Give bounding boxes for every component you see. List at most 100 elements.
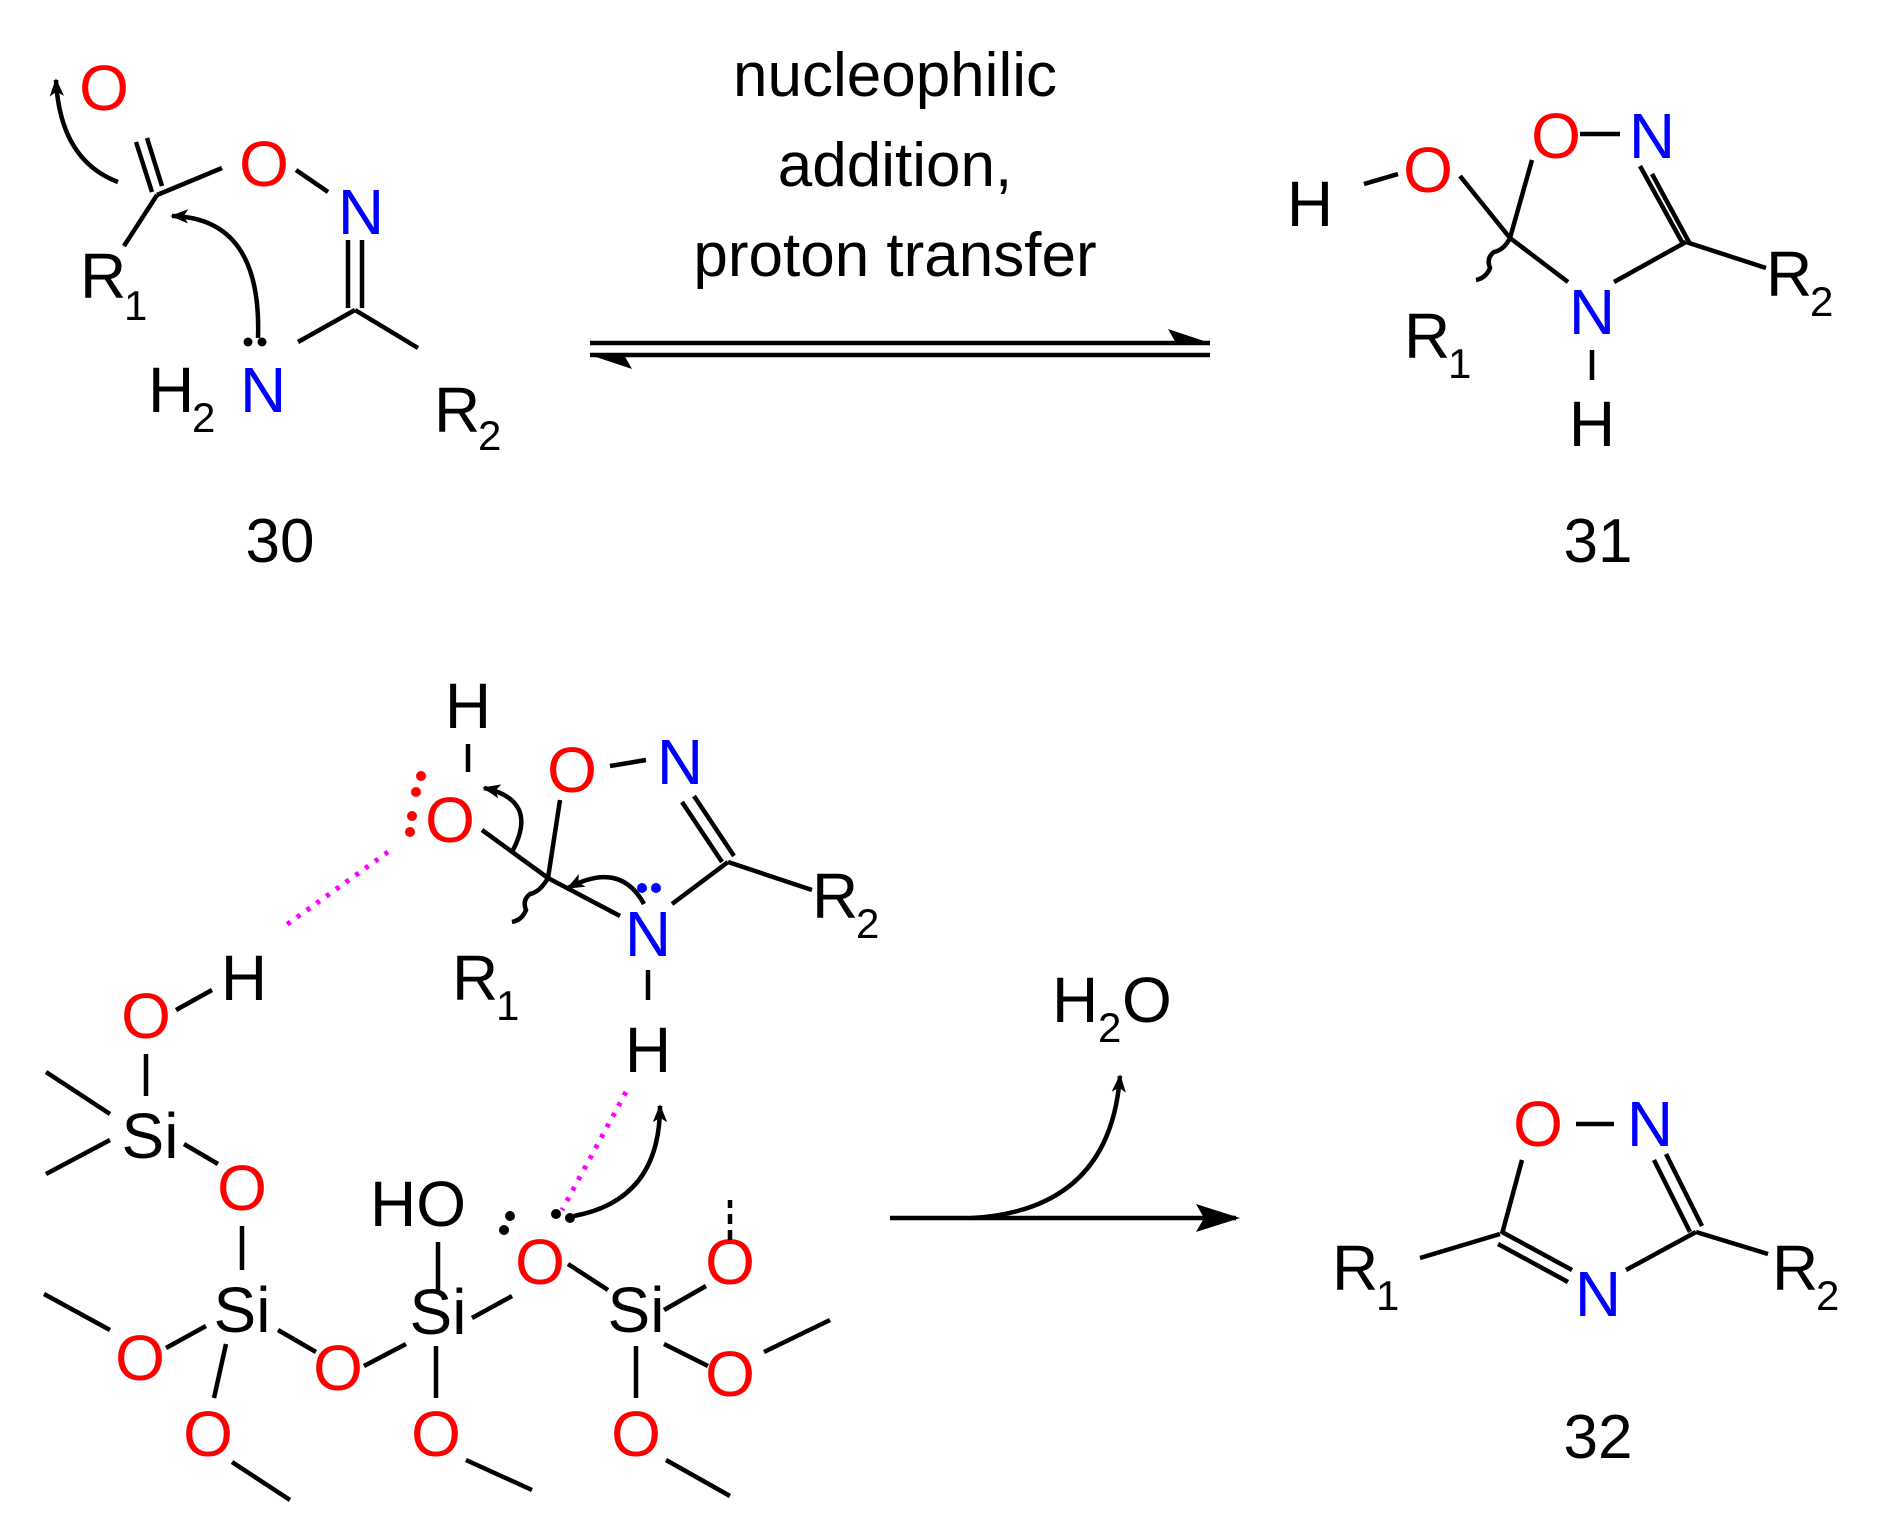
- atom-h-hydroxyl: H: [445, 670, 491, 742]
- bond-si2-o-right: [276, 1328, 318, 1354]
- atom-o-bridge-3: O: [515, 1226, 565, 1298]
- r2-subscript: 2: [478, 412, 501, 459]
- r-symbol: R: [1772, 1232, 1818, 1304]
- lone-pair-dot: [565, 1213, 575, 1223]
- atom-h-nh: H: [625, 1014, 671, 1086]
- lone-pair-dot: [416, 771, 426, 781]
- wavy-bond-r1: [511, 876, 550, 925]
- bond-si1-dangling-a: [44, 1070, 112, 1116]
- bond-n2-c3-b: [1650, 172, 1692, 246]
- atom-o-hydroxyl: O: [1403, 134, 1453, 206]
- bond-n4-c5-b: [1496, 1242, 1570, 1284]
- bond-o-si4: [566, 1262, 610, 1292]
- atom-h-hydroxyl: H: [1287, 168, 1333, 240]
- bond-si1-o: [182, 1142, 220, 1166]
- r-symbol: R: [812, 860, 858, 932]
- label-r2-30: R 2: [434, 374, 501, 459]
- bond-c-o-double-a: [133, 141, 155, 193]
- bond-o-n: [294, 168, 330, 194]
- compound-30-label: 30: [246, 507, 315, 576]
- lone-pair-dot: [505, 1211, 515, 1221]
- atom-n-ring-4: N: [1569, 276, 1615, 348]
- bond-c3-n4: [1624, 1230, 1698, 1272]
- atom-ho-silanol: HO: [370, 1168, 466, 1240]
- forward-arrow-head: [1168, 329, 1210, 343]
- r2-subscript: 2: [856, 900, 879, 947]
- atom-o-ring: O: [547, 734, 597, 806]
- lone-pair-dot: [499, 1225, 509, 1235]
- label-r2-31: R 2: [1766, 238, 1833, 325]
- bond-o-c5: [1458, 174, 1512, 240]
- bond-dangling-o-down: [664, 1458, 732, 1498]
- wavy-bond-r1: [1475, 236, 1513, 283]
- condition-line-2: addition,: [778, 131, 1012, 200]
- compound-32: O N N R 1 R 2 32: [1332, 1088, 1839, 1472]
- compound-31-label: 31: [1564, 507, 1633, 576]
- reverse-arrow-head: [590, 355, 632, 369]
- atom-h-nh: H: [1569, 388, 1615, 460]
- compound-32-label: 32: [1564, 1403, 1633, 1472]
- bond-c5-o1: [545, 799, 563, 879]
- bond-si1-dangling-b: [44, 1138, 112, 1176]
- hydrogen-bond-upper: [280, 849, 390, 931]
- atom-o-ring: O: [1531, 100, 1581, 172]
- atom-si-2: Si: [214, 1274, 271, 1346]
- curved-arrow-attack: [170, 209, 261, 339]
- bond-h-o: [1363, 171, 1399, 187]
- r1-subscript: 1: [124, 282, 147, 329]
- atom-o-silanol: O: [121, 980, 171, 1052]
- bond-c3-r2: [1685, 239, 1767, 271]
- atom-n-imine: N: [338, 176, 384, 248]
- bond-c5-o1: [1507, 159, 1535, 239]
- lone-pair-dot: [405, 827, 415, 837]
- curved-arrow-proton-transfer: [573, 1104, 668, 1219]
- reaction-conditions: nucleophilic addition, proton transfer: [693, 41, 1096, 290]
- bond-c5-r1: [1419, 1231, 1501, 1261]
- intermediate-31-on-silica: H O O N N H R 1 R 2: [280, 670, 879, 1212]
- atom-o-ring: O: [1513, 1088, 1563, 1160]
- bond-c-r2: [353, 308, 420, 350]
- bond-n4-c5: [546, 876, 622, 918]
- r-symbol: R: [1332, 1232, 1378, 1304]
- bond-c-o-double-b: [144, 137, 165, 187]
- bond-c3-r2: [1695, 1229, 1769, 1257]
- atom-si-1: Si: [122, 1100, 179, 1172]
- bond-n4-c5: [1508, 236, 1570, 284]
- water-o: O: [1122, 964, 1172, 1036]
- bond-n2-c3-b: [692, 794, 736, 858]
- curved-arrow-oh-leaving: [482, 784, 524, 854]
- atom-n-amine: N: [240, 354, 286, 426]
- h2-subscript: 2: [192, 394, 215, 441]
- compound-30: O O N R 1 H 2 N R 2 30: [49, 52, 501, 576]
- r-symbol: R: [80, 240, 126, 312]
- elimination-step: H 2 O: [890, 964, 1240, 1232]
- r2-subscript: 2: [1816, 1272, 1839, 1319]
- atom-si-4: Si: [608, 1274, 665, 1346]
- r-symbol: R: [1766, 238, 1812, 310]
- curved-arrow-water-loss: [971, 1074, 1126, 1221]
- water-subscript: 2: [1098, 1004, 1121, 1051]
- bond-dangling-o-left: [42, 1292, 112, 1332]
- condition-line-1: nucleophilic: [733, 41, 1057, 110]
- atom-o-si3-down: O: [411, 1398, 461, 1470]
- silica-surface: H O Si O Si O O O Si HO O O Si: [42, 942, 831, 1502]
- atom-o-hydroxyl: O: [425, 784, 475, 856]
- bond-c-o-ester: [156, 165, 223, 198]
- lone-pair-dot: [411, 787, 421, 797]
- bond-n2-c3-b: [1663, 1152, 1705, 1228]
- bond-dangling-o-down: [230, 1460, 292, 1502]
- lone-pair-dot: [551, 1209, 561, 1219]
- atom-h-silanol: H: [221, 942, 267, 1014]
- bond-si4-o-upper: [662, 1284, 708, 1312]
- atom-o-si2-left: O: [115, 1322, 165, 1394]
- bond-c5-o1: [1499, 1159, 1525, 1235]
- bond-si3-o-bridge: [470, 1294, 514, 1320]
- water-h: H: [1052, 964, 1098, 1036]
- condition-line-3: proton transfer: [693, 221, 1096, 290]
- label-nh2: H 2 N: [148, 354, 286, 441]
- atom-n-ring-2: N: [1627, 1088, 1673, 1160]
- bond-c3-n4: [1612, 240, 1688, 284]
- bond-c3-n4: [670, 860, 730, 906]
- bond-o1-n2: [609, 757, 647, 769]
